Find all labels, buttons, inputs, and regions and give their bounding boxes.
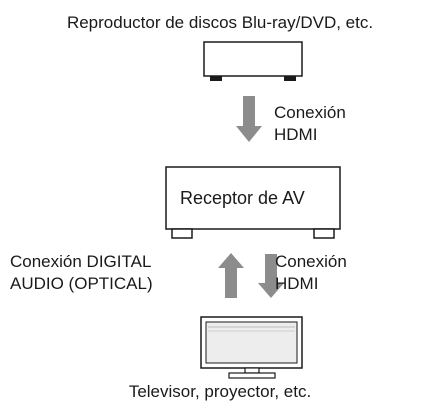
hdmi-connection-label-bottom: Conexión HDMI — [275, 251, 347, 295]
hdmi-connection-line2: HDMI — [275, 274, 319, 293]
display-device-label: Televisor, proyector, etc. — [128, 382, 312, 401]
hdmi-connection-line1: Conexión — [275, 252, 347, 271]
hdmi-connection-line1: Conexión — [274, 103, 346, 122]
optical-connection-line1: Conexión DIGITAL — [10, 252, 152, 271]
hdmi-connection-label-top: Conexión HDMI — [274, 102, 346, 146]
optical-arrow-up — [218, 253, 244, 298]
bluray-player-icon — [203, 41, 303, 81]
tv-icon — [200, 316, 303, 379]
av-receiver-box — [165, 166, 341, 239]
hdmi-arrow-down-bottom — [258, 254, 284, 298]
optical-connection-label: Conexión DIGITAL AUDIO (OPTICAL) — [10, 251, 153, 295]
optical-connection-line2: AUDIO (OPTICAL) — [10, 274, 153, 293]
av-receiver-label: Receptor de AV — [180, 188, 305, 208]
source-device-label: Reproductor de discos Blu-ray/DVD, etc. — [66, 13, 374, 32]
hdmi-connection-line2: HDMI — [274, 125, 318, 144]
hdmi-arrow-down-top — [236, 96, 262, 142]
